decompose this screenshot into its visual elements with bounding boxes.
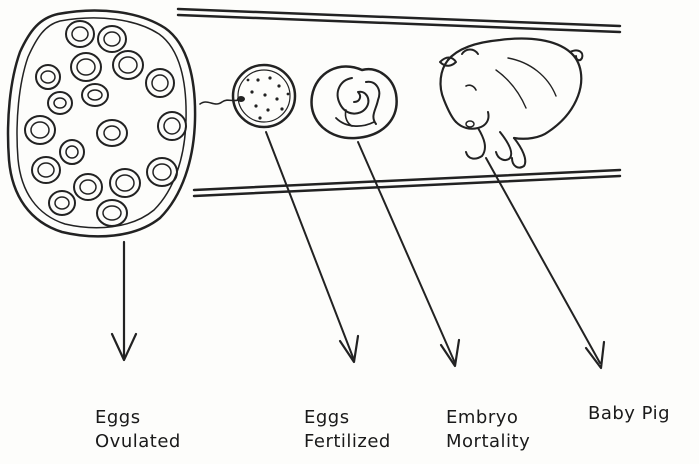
label-eggs-ovulated-line1: Eggs	[95, 406, 181, 430]
label-eggs-ovulated-line2: Ovulated	[95, 430, 181, 454]
embryo-illustration	[312, 66, 397, 138]
follicle	[74, 174, 102, 200]
label-embryo-mortality: Embryo Mortality	[446, 406, 530, 454]
follicle	[147, 158, 177, 186]
baby-pig-illustration	[440, 39, 582, 168]
label-eggs-fertilized-line2: Fertilized	[304, 430, 391, 454]
arrow-embryo-mortality	[358, 142, 459, 366]
oviduct-lower-wall	[194, 170, 620, 196]
follicle	[158, 112, 186, 140]
follicle	[48, 92, 72, 114]
follicle	[32, 157, 60, 183]
label-baby-pig-text: Baby Pig	[588, 402, 670, 426]
label-eggs-fertilized-line1: Eggs	[304, 406, 391, 430]
follicle	[36, 65, 60, 89]
label-baby-pig: Baby Pig	[588, 402, 670, 426]
follicle	[71, 53, 101, 81]
label-eggs-fertilized: Eggs Fertilized	[304, 406, 391, 454]
follicle	[60, 140, 84, 164]
follicle	[82, 84, 108, 106]
oviduct-upper-wall	[178, 9, 620, 32]
follicle	[98, 26, 126, 52]
follicle	[49, 191, 75, 215]
follicle	[113, 51, 143, 79]
label-embryo-mortality-line1: Embryo	[446, 406, 530, 430]
sperm-icon	[200, 96, 245, 104]
ovary-illustration	[8, 10, 195, 236]
follicle	[110, 169, 140, 197]
arrow-eggs-fertilized	[266, 132, 358, 362]
label-eggs-ovulated: Eggs Ovulated	[95, 406, 181, 454]
follicle	[97, 200, 127, 226]
fertilized-egg-illustration	[200, 65, 295, 127]
arrow-baby-pig	[486, 158, 604, 368]
follicle	[97, 120, 127, 146]
follicles	[25, 21, 186, 226]
label-embryo-mortality-line2: Mortality	[446, 430, 530, 454]
follicle	[146, 69, 174, 97]
arrow-eggs-ovulated	[112, 242, 136, 360]
follicle	[66, 21, 94, 47]
follicle	[25, 116, 55, 144]
